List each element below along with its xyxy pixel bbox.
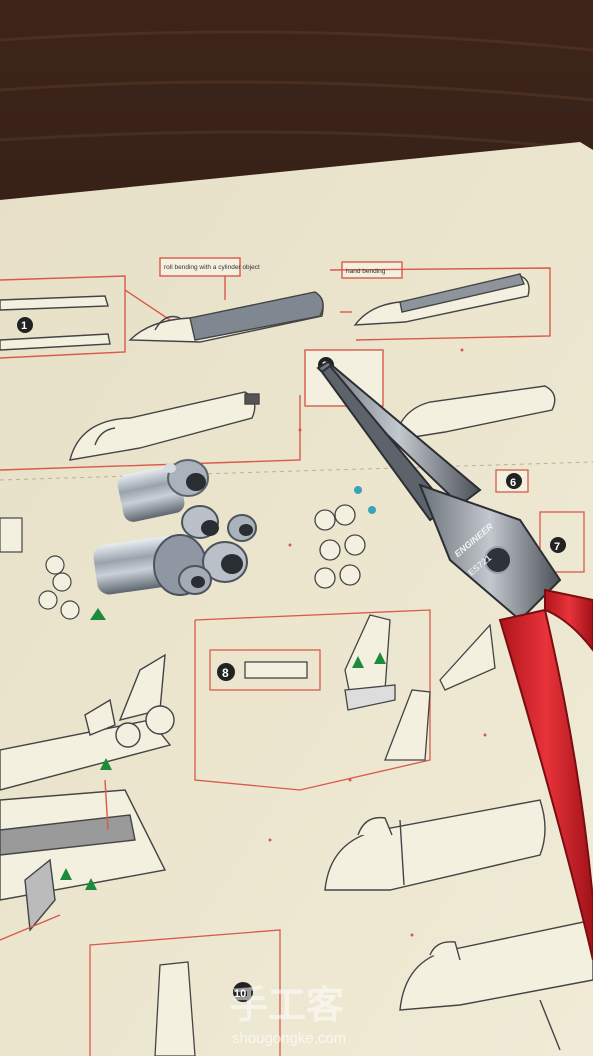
plier-handle-red-1 [498,608,593,961]
watermark-chinese: 手工客 [230,984,344,1027]
plier-pivot [484,546,512,574]
step-1-diagram [0,257,551,359]
step-7-number: 7 [554,541,560,553]
step-8-diagram [194,609,496,791]
nose-diagram [324,799,593,1051]
metal-engine-top [117,459,209,522]
step-10-number: 10 [234,988,246,1000]
plier-jaw-upper [316,360,482,507]
sheet-fold [0,461,593,481]
step-6-number: 6 [510,477,516,489]
step-8-number: 8 [222,666,229,680]
step-10-diagram [89,929,281,1056]
step-1-number: 1 [21,320,27,332]
metal-engine-bottom [93,505,257,596]
callout-roll-bending: roll bending with a cylinder object [164,264,260,271]
pliers [316,360,593,961]
engine-cluster-diagram [0,517,106,620]
callout-hand-bending: hand bending [346,268,386,275]
step-6-7-diagram [314,469,585,589]
guide-marks [268,348,487,937]
watermark-url: shougongke.com [232,1030,346,1047]
table-grain [0,30,593,152]
shuttle-diagram [0,653,175,941]
